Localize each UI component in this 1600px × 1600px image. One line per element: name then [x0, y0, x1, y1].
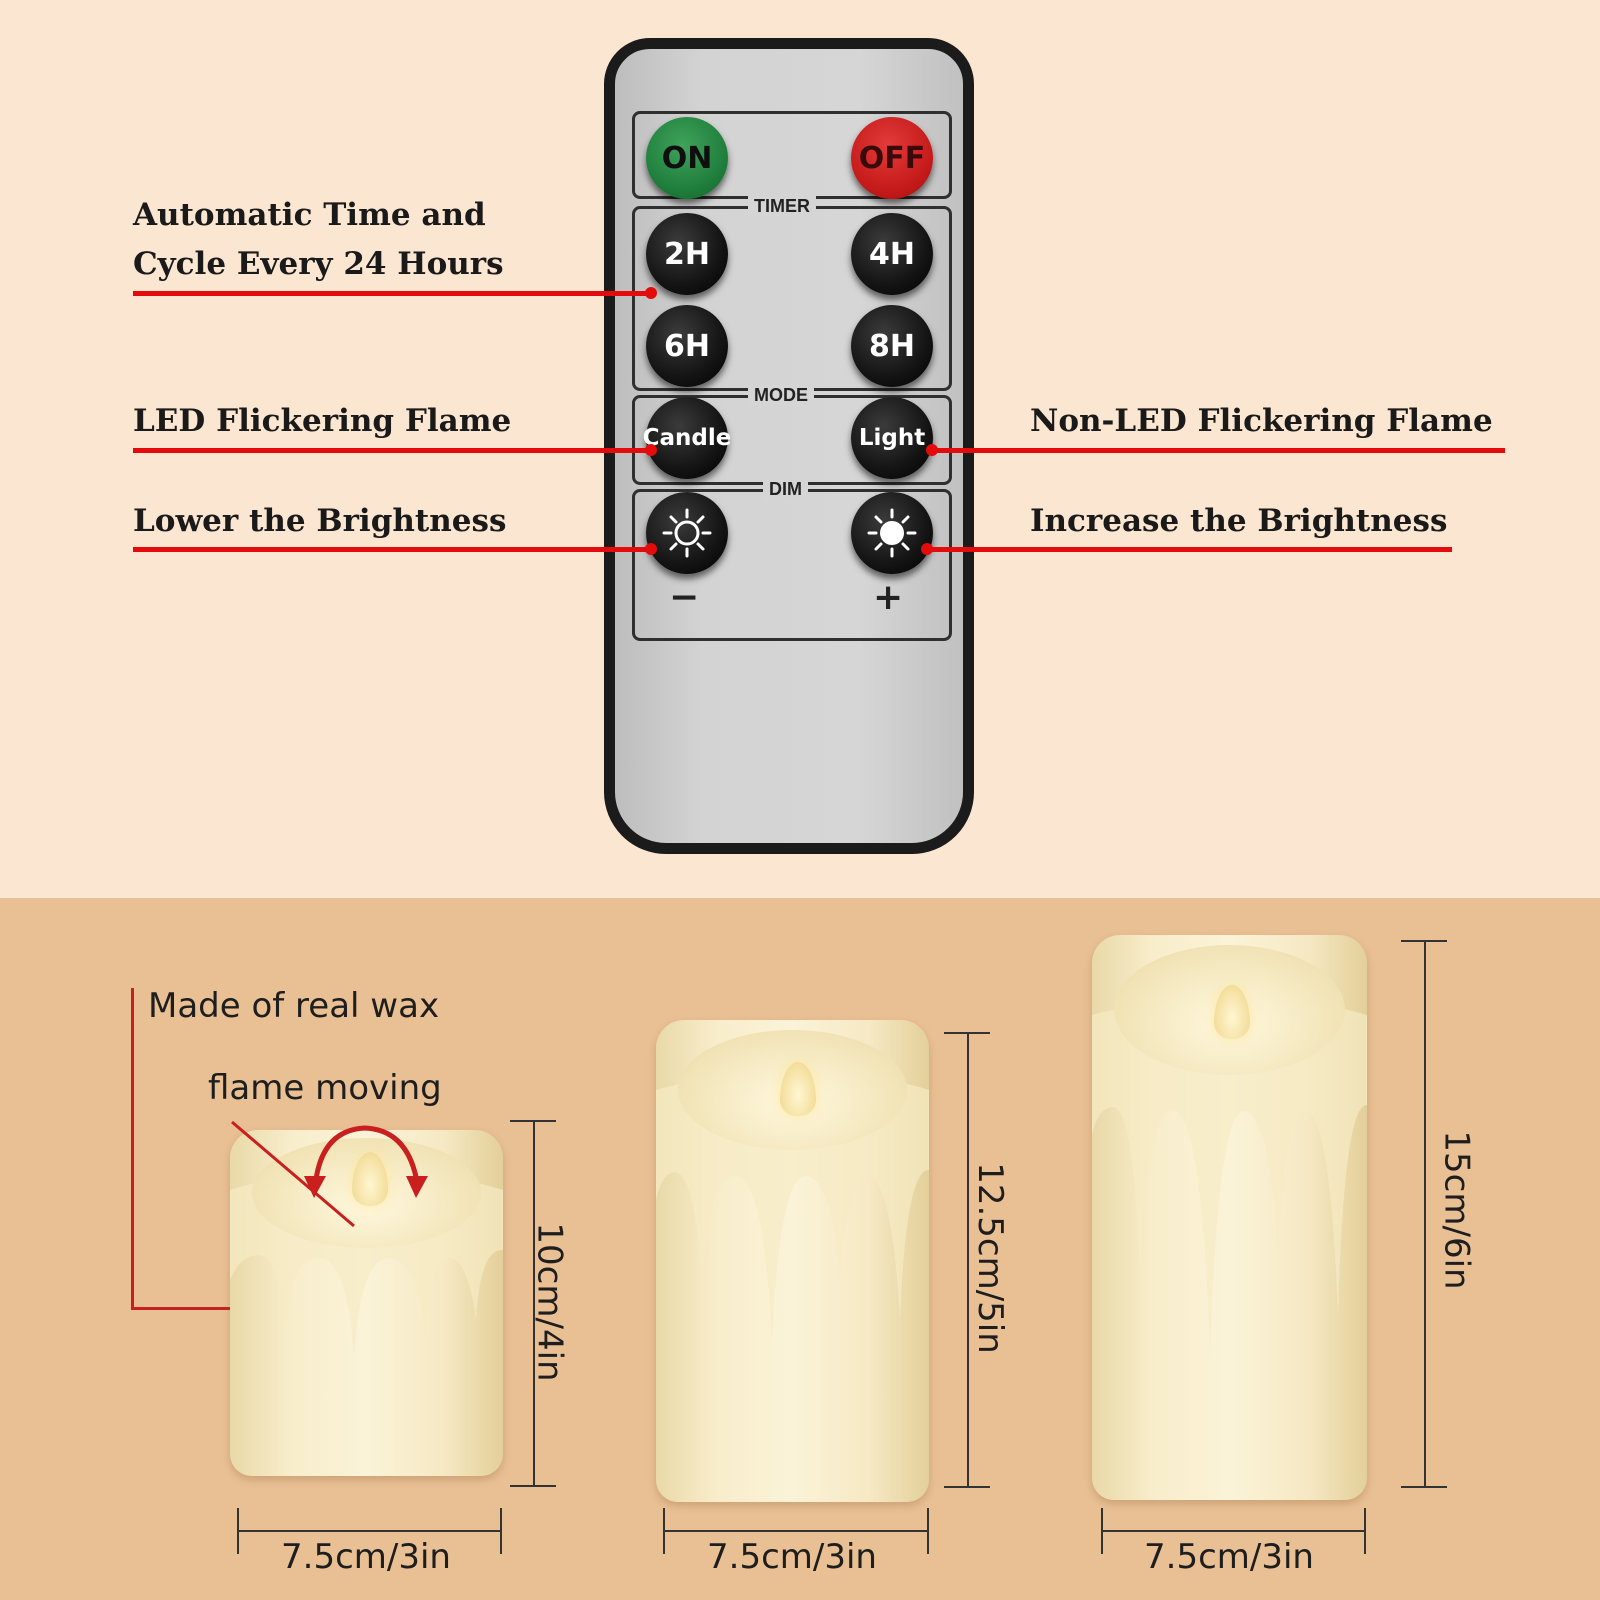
light-mode-callout: Non-LED Flickering Flame — [1030, 403, 1493, 439]
wax-note-line-vertical — [131, 988, 134, 1310]
large-height-label: 15cm/6in — [1436, 1130, 1477, 1290]
light-mode-callout-dot — [926, 444, 938, 456]
sun-filled-icon — [867, 508, 917, 558]
timer-callout: Automatic Time and Cycle Every 24 Hours — [133, 191, 504, 289]
small-width-line — [237, 1530, 501, 1532]
sun-outline-icon — [662, 508, 712, 558]
timer-4h-button[interactable]: 4H — [851, 213, 933, 295]
dim-up-button[interactable] — [851, 492, 933, 574]
large-candle-flame — [1214, 985, 1250, 1039]
dim-up-callout-line — [925, 547, 1452, 552]
dim-down-button[interactable] — [646, 492, 728, 574]
wax-note: Made of real wax — [148, 986, 440, 1026]
timer-callout-line1: Automatic Time and — [133, 197, 486, 233]
medium-height-label: 12.5cm/5in — [969, 1162, 1010, 1354]
timer-2h-button[interactable]: 2H — [646, 213, 728, 295]
timer-callout-line — [133, 291, 651, 296]
plus-sign: + — [873, 577, 904, 618]
wax-note-line-horizontal — [131, 1307, 233, 1310]
small-candle-flame — [352, 1152, 388, 1206]
off-button[interactable]: OFF — [851, 117, 933, 199]
small-height-tick-top — [510, 1120, 556, 1122]
remote-control: ON OFF TIMER 2H 4H 6H 8H MODE Candle Lig… — [604, 38, 974, 854]
timer-callout-dot — [645, 287, 657, 299]
candle-mode-callout-dot — [645, 444, 657, 456]
small-width-tick-left — [237, 1508, 239, 1554]
medium-height-tick-top — [944, 1032, 990, 1034]
timer-6h-button[interactable]: 6H — [646, 305, 728, 387]
rotation-arrow-icon — [304, 1125, 428, 1198]
light-mode-button[interactable]: Light — [851, 397, 933, 479]
small-width-tick-right — [500, 1508, 502, 1554]
candle-mode-callout: LED Flickering Flame — [133, 403, 512, 439]
large-width-tick-right — [1364, 1508, 1366, 1554]
large-width-tick-left — [1101, 1508, 1103, 1554]
large-width-label: 7.5cm/3in — [1144, 1537, 1314, 1577]
dim-down-callout: Lower the Brightness — [133, 503, 507, 539]
small-width-label: 7.5cm/3in — [281, 1537, 451, 1577]
timer-label: TIMER — [748, 196, 816, 217]
large-candle-drips — [1092, 1000, 1367, 1355]
flame-pointer-line — [231, 1120, 355, 1228]
medium-candle-flame — [780, 1062, 816, 1116]
on-button[interactable]: ON — [646, 117, 728, 199]
large-width-line — [1101, 1530, 1365, 1532]
medium-width-tick-left — [663, 1508, 665, 1554]
large-height-line — [1424, 940, 1426, 1486]
dim-up-callout-dot — [921, 543, 933, 555]
dim-label: DIM — [763, 479, 808, 500]
small-height-tick-bottom — [510, 1485, 556, 1487]
timer-callout-line2: Cycle Every 24 Hours — [133, 246, 504, 282]
small-height-label: 10cm/4in — [529, 1222, 570, 1382]
large-height-tick-bottom — [1401, 1486, 1447, 1488]
minus-sign: − — [669, 577, 700, 618]
medium-width-line — [663, 1530, 928, 1532]
medium-width-tick-right — [927, 1508, 929, 1554]
mode-label: MODE — [748, 385, 814, 406]
medium-height-tick-bottom — [944, 1486, 990, 1488]
light-mode-callout-line — [930, 448, 1505, 453]
flame-note: flame moving — [208, 1068, 442, 1108]
small-height-line — [533, 1120, 535, 1486]
dim-up-callout: Increase the Brightness — [1030, 503, 1448, 539]
candle-mode-button[interactable]: Candle — [643, 397, 731, 479]
timer-8h-button[interactable]: 8H — [851, 305, 933, 387]
medium-width-label: 7.5cm/3in — [707, 1537, 877, 1577]
medium-height-line — [967, 1032, 969, 1487]
medium-candle-drips — [656, 1075, 929, 1340]
dim-down-callout-dot — [645, 543, 657, 555]
candle-mode-callout-line — [133, 448, 651, 453]
dim-down-callout-line — [133, 547, 651, 552]
large-height-tick-top — [1401, 940, 1447, 942]
